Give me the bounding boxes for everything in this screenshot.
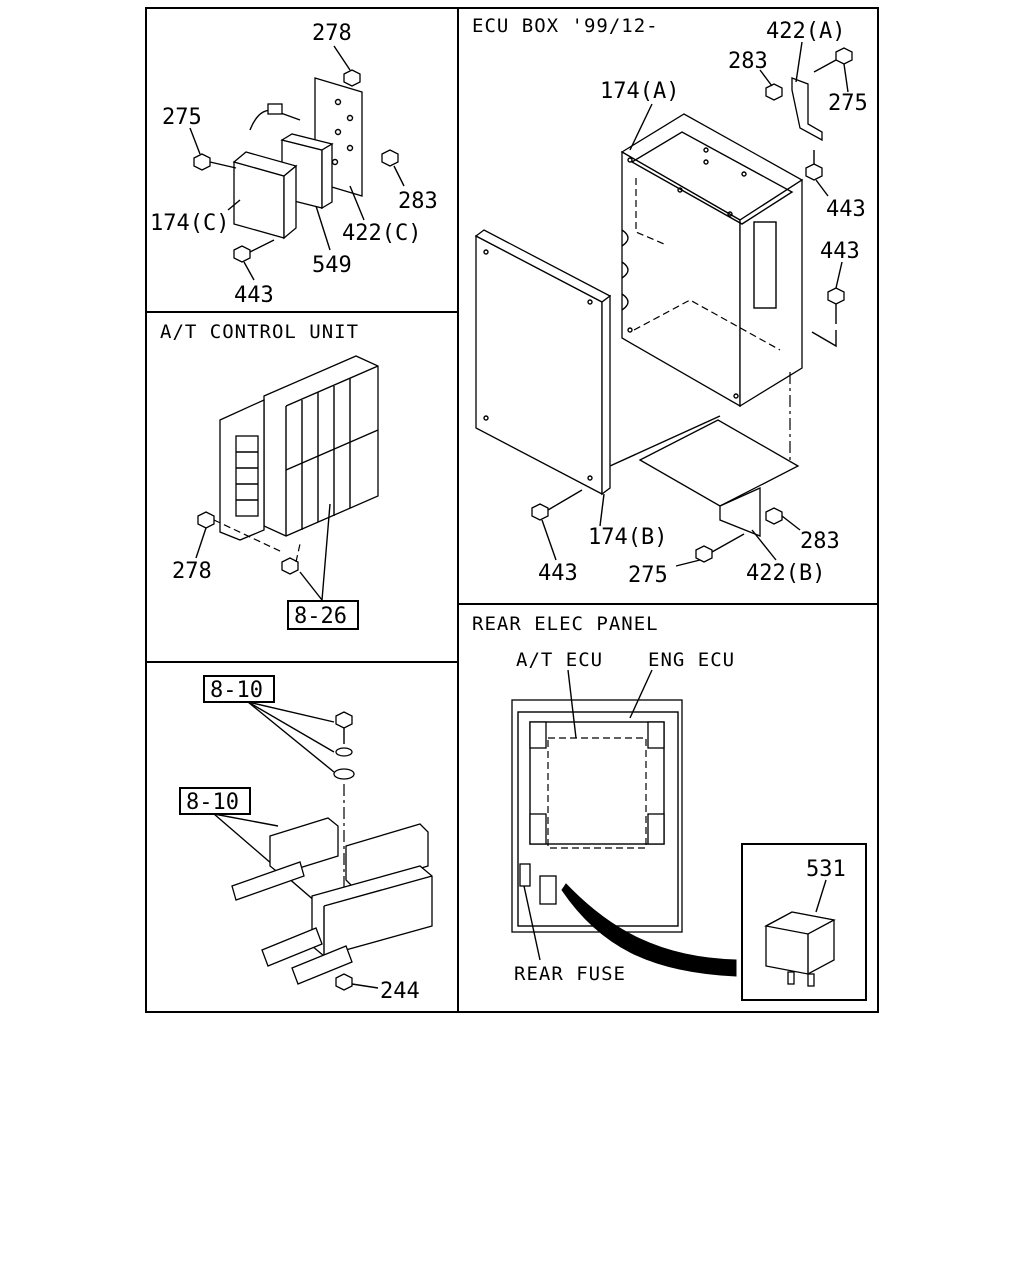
label-443-ecu-1: 443 <box>826 197 866 222</box>
label-244: 244 <box>380 979 420 1004</box>
panel-connector-block: 8-10 8-10 244 <box>179 675 433 1004</box>
label-174c: 174(C) <box>150 211 229 236</box>
at-ecu-drawing <box>547 737 647 849</box>
label-422c: 422(C) <box>342 221 421 246</box>
lid-174b-drawing <box>475 234 603 496</box>
bracket-422a-drawing <box>791 77 823 142</box>
frame <box>145 7 879 1013</box>
label-283-ecu-2: 283 <box>800 529 840 554</box>
nut-244-drawing <box>335 973 353 991</box>
ref-label-8-10-top: 8-10 <box>210 678 263 703</box>
label-rear-fuse: REAR FUSE <box>514 963 626 985</box>
relay-pointer-arrow <box>561 883 737 977</box>
panel-top-left-assembly: 278 275 283 174(C) 422(C) 549 443 <box>150 21 438 308</box>
nut-283-ecu-drawing <box>765 83 783 101</box>
connector-a-drawing <box>269 817 339 875</box>
panel-title-at-control-unit: A/T CONTROL UNIT <box>160 321 359 343</box>
label-422b: 422(B) <box>746 561 825 586</box>
label-531: 531 <box>806 857 846 882</box>
rear-fuse-drawing <box>519 863 531 887</box>
relay-531-inset <box>741 843 867 1001</box>
at-control-unit-drawing <box>263 355 379 537</box>
nut-278-at-drawing <box>197 511 215 529</box>
nut-278-drawing <box>343 69 361 87</box>
ref-label-8-10-bottom: 8-10 <box>186 790 239 815</box>
label-443: 443 <box>234 283 274 308</box>
label-275-ecu-2: 275 <box>628 563 668 588</box>
panel-rear-elec-panel: REAR ELEC PANEL A/T ECU ENG ECU REAR FUS… <box>472 613 867 1001</box>
label-275-ecu: 275 <box>828 91 868 116</box>
bolt-275-drawing <box>193 153 211 171</box>
label-278-at: 278 <box>172 559 212 584</box>
label-174a: 174(A) <box>600 79 679 104</box>
panel-at-control-unit: A/T CONTROL UNIT 8-26 278 <box>160 321 379 630</box>
ref-box-8-26 <box>287 600 359 630</box>
label-278: 278 <box>312 21 352 46</box>
panel-title-ecu-box: ECU BOX '99/12- <box>472 15 659 37</box>
label-549: 549 <box>312 253 352 278</box>
ref-label-8-26: 8-26 <box>294 604 347 629</box>
bolt-443-drawing <box>233 245 251 263</box>
eng-ecu-drawing <box>529 721 665 845</box>
label-443-ecu-2: 443 <box>820 239 860 264</box>
plate-422b-drawing <box>638 419 800 507</box>
panel-ecu-box: ECU BOX '99/12- <box>472 15 868 588</box>
panel-title-rear-elec-panel: REAR ELEC PANEL <box>472 613 659 635</box>
label-275: 275 <box>162 105 202 130</box>
label-at-ecu: A/T ECU <box>516 649 603 671</box>
nut-283-drawing <box>381 149 399 167</box>
label-283: 283 <box>398 189 438 214</box>
ref-box-8-10-top <box>203 675 275 703</box>
label-283-ecu: 283 <box>728 49 768 74</box>
bolt-275-ecu-drawing <box>835 47 853 65</box>
label-443-ecu-3: 443 <box>538 561 578 586</box>
label-eng-ecu: ENG ECU <box>648 649 735 671</box>
label-422a: 422(A) <box>766 19 845 44</box>
label-174b: 174(B) <box>588 525 667 550</box>
junction-block-drawing <box>311 865 433 957</box>
